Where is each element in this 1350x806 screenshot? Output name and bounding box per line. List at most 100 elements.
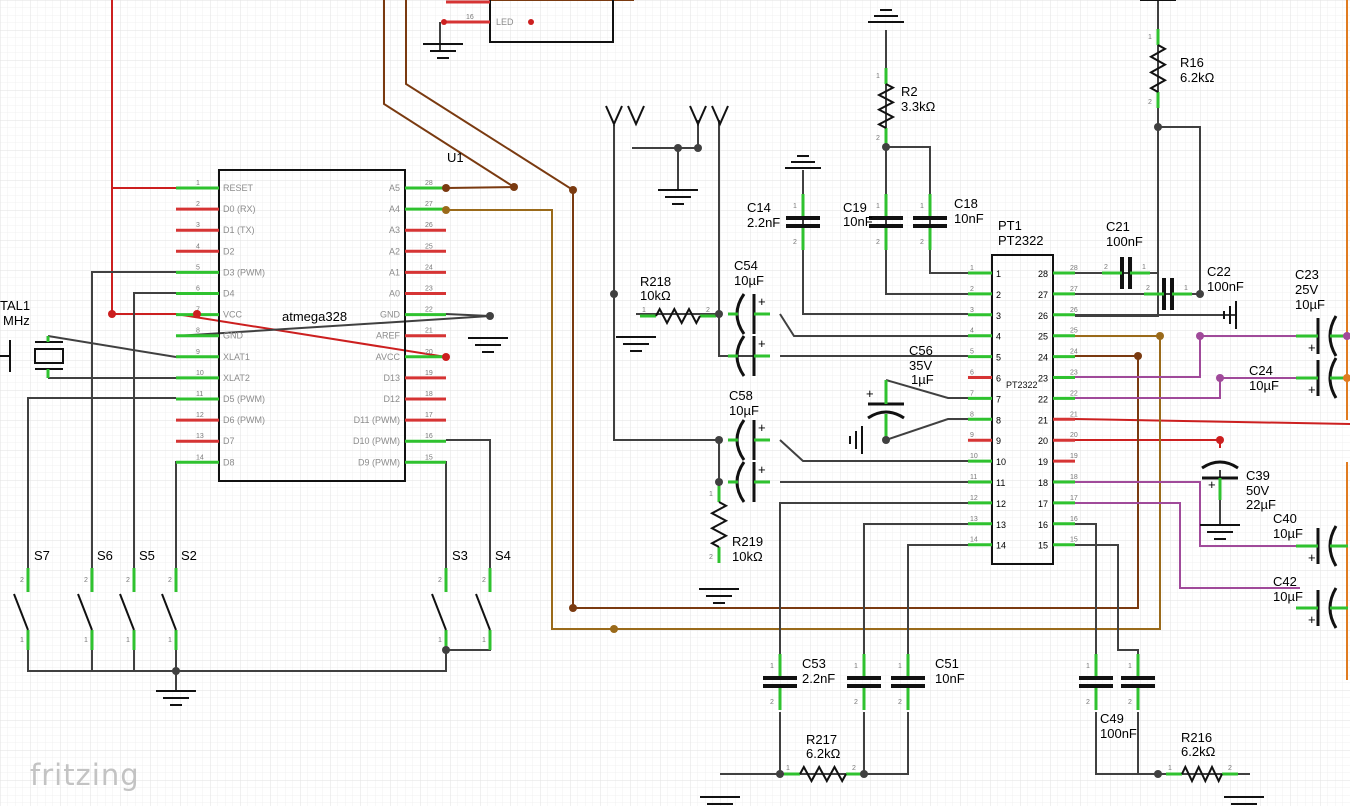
wire-d3[interactable]: [91, 271, 176, 580]
ic-pin-label-9: 9: [996, 436, 1001, 446]
wire-c54-out[interactable]: [779, 313, 968, 337]
wire-brown-a5[interactable]: [383, 0, 518, 189]
ic-pin-label-16: 16: [1038, 520, 1048, 530]
mcu-pin-label-19: D13: [383, 373, 400, 383]
wire-purple-22[interactable]: [1075, 377, 1300, 399]
capacitor-polarity: +: [1308, 550, 1316, 565]
ic-pt2322[interactable]: PT1 PT2322 PT2322 1122334455667788991010…: [968, 218, 1078, 565]
wire-purple-23[interactable]: [1075, 335, 1300, 378]
wire-pt-15[interactable]: [1075, 544, 1139, 660]
mcu-pin-num-4: 4: [196, 243, 200, 250]
capacitor-polarity: +: [758, 294, 766, 309]
wire-c56[interactable]: [885, 379, 968, 399]
ground-r218: [616, 336, 656, 352]
mcu-pin-num-3: 3: [196, 222, 200, 229]
resistor-r219[interactable]: 12: [709, 486, 729, 563]
capacitor-c54[interactable]: ++: [728, 293, 770, 377]
c49-ref: C49: [1100, 711, 1124, 726]
wire-xtal1[interactable]: [47, 335, 177, 358]
wire-pt-13[interactable]: [863, 523, 968, 660]
switch-s6[interactable]: 21: [77, 568, 94, 650]
r219-ref: R219: [732, 534, 763, 549]
capacitor-c40[interactable]: +: [1296, 525, 1348, 567]
wire-d5[interactable]: [27, 397, 176, 580]
wire-r216[interactable]: [1095, 712, 1250, 775]
wire-olive-a4[interactable]: [446, 209, 1161, 630]
wire-r218-left[interactable]: [613, 125, 719, 441]
mcu-body[interactable]: [218, 169, 406, 482]
capacitor-c53[interactable]: 12: [763, 654, 797, 710]
capacitor-c39[interactable]: +: [1201, 460, 1239, 500]
antenna-left[interactable]: [605, 105, 729, 127]
ic-pin-num-22: 22: [1070, 390, 1078, 397]
wire-r2[interactable]: [885, 30, 968, 274]
capacitor-pin-mark: 1: [1142, 264, 1146, 271]
mcu-pin-num-15: 15: [425, 454, 433, 461]
ic-pin-label-23: 23: [1038, 374, 1048, 384]
wire-r16-b[interactable]: [1158, 126, 1201, 294]
junction-dot: [486, 312, 494, 320]
switch-s4-label: S4: [495, 548, 511, 563]
wire-pt-14[interactable]: [907, 544, 968, 660]
c49-value: 100nF: [1100, 726, 1137, 741]
switch-s4[interactable]: 21: [475, 568, 492, 650]
wire-c56-b[interactable]: [885, 418, 968, 441]
capacitor-c51-a[interactable]: 12: [847, 654, 881, 710]
mcu-pin-label-10: XLAT2: [223, 373, 250, 383]
mcu-pin-label-9: XLAT1: [223, 352, 250, 362]
resistor-pin-mark: 1: [642, 307, 646, 314]
wire-switch-bus[interactable]: [27, 650, 177, 690]
capacitor-c42[interactable]: +: [1296, 587, 1348, 629]
crystal-tal1[interactable]: TAL1 MHz: [0, 298, 64, 378]
capacitor-c19[interactable]: 12: [869, 194, 903, 250]
capacitor-c14[interactable]: 12: [786, 194, 820, 250]
capacitor-c49[interactable]: 12: [1121, 654, 1155, 710]
switch-s5[interactable]: 21: [119, 568, 136, 650]
resistor-r2[interactable]: 12: [876, 68, 896, 144]
wire-purple-17[interactable]: [1075, 502, 1300, 589]
wire-red-pt-21[interactable]: [1074, 418, 1350, 425]
wire-pt-16[interactable]: [1075, 523, 1097, 660]
capacitor-c18[interactable]: 12: [913, 194, 947, 250]
resistor-r16[interactable]: 12: [1148, 29, 1168, 108]
ic-pin-num-1: 1: [970, 265, 974, 272]
capacitor-pin-mark: 2: [854, 699, 858, 706]
capacitor-c58[interactable]: ++: [728, 419, 770, 503]
wire-red-avcc[interactable]: [175, 313, 447, 358]
junction-dot: [108, 310, 116, 318]
wire-d4[interactable]: [133, 292, 176, 580]
mcu-pin-label-28: A5: [389, 183, 400, 193]
switch-s7[interactable]: 21: [13, 568, 30, 650]
r216-ref: R216: [1181, 730, 1212, 745]
switch-pin-mark: 2: [84, 577, 88, 584]
capacitor-c51[interactable]: 12: [891, 654, 925, 710]
ic-inner-label: PT2322: [1006, 380, 1038, 390]
top-ic[interactable]: 16 LED: [441, 0, 614, 43]
switch-s2[interactable]: 21: [161, 568, 178, 650]
wire-pt-12[interactable]: [779, 502, 968, 660]
ic-pin-num-11: 11: [970, 474, 977, 481]
wire-c58-out[interactable]: [779, 439, 968, 462]
ground-r217: [700, 796, 740, 805]
ic-body[interactable]: [991, 254, 1054, 565]
resistor-pin-mark: 2: [706, 307, 710, 314]
capacitor-polarity: +: [866, 386, 874, 401]
c53-value: 2.2nF: [802, 671, 835, 686]
r216-value: 6.2kΩ: [1181, 744, 1216, 759]
capacitor-c49-a[interactable]: 12: [1079, 654, 1113, 710]
resistor-pin-mark: 1: [876, 73, 880, 80]
capacitor-pin-mark: 1: [898, 663, 902, 670]
c51-value: 10nF: [935, 671, 965, 686]
wire-d10[interactable]: [446, 439, 491, 580]
capacitor-c56[interactable]: +: [866, 380, 905, 440]
wire-purple-18[interactable]: [1075, 481, 1300, 547]
